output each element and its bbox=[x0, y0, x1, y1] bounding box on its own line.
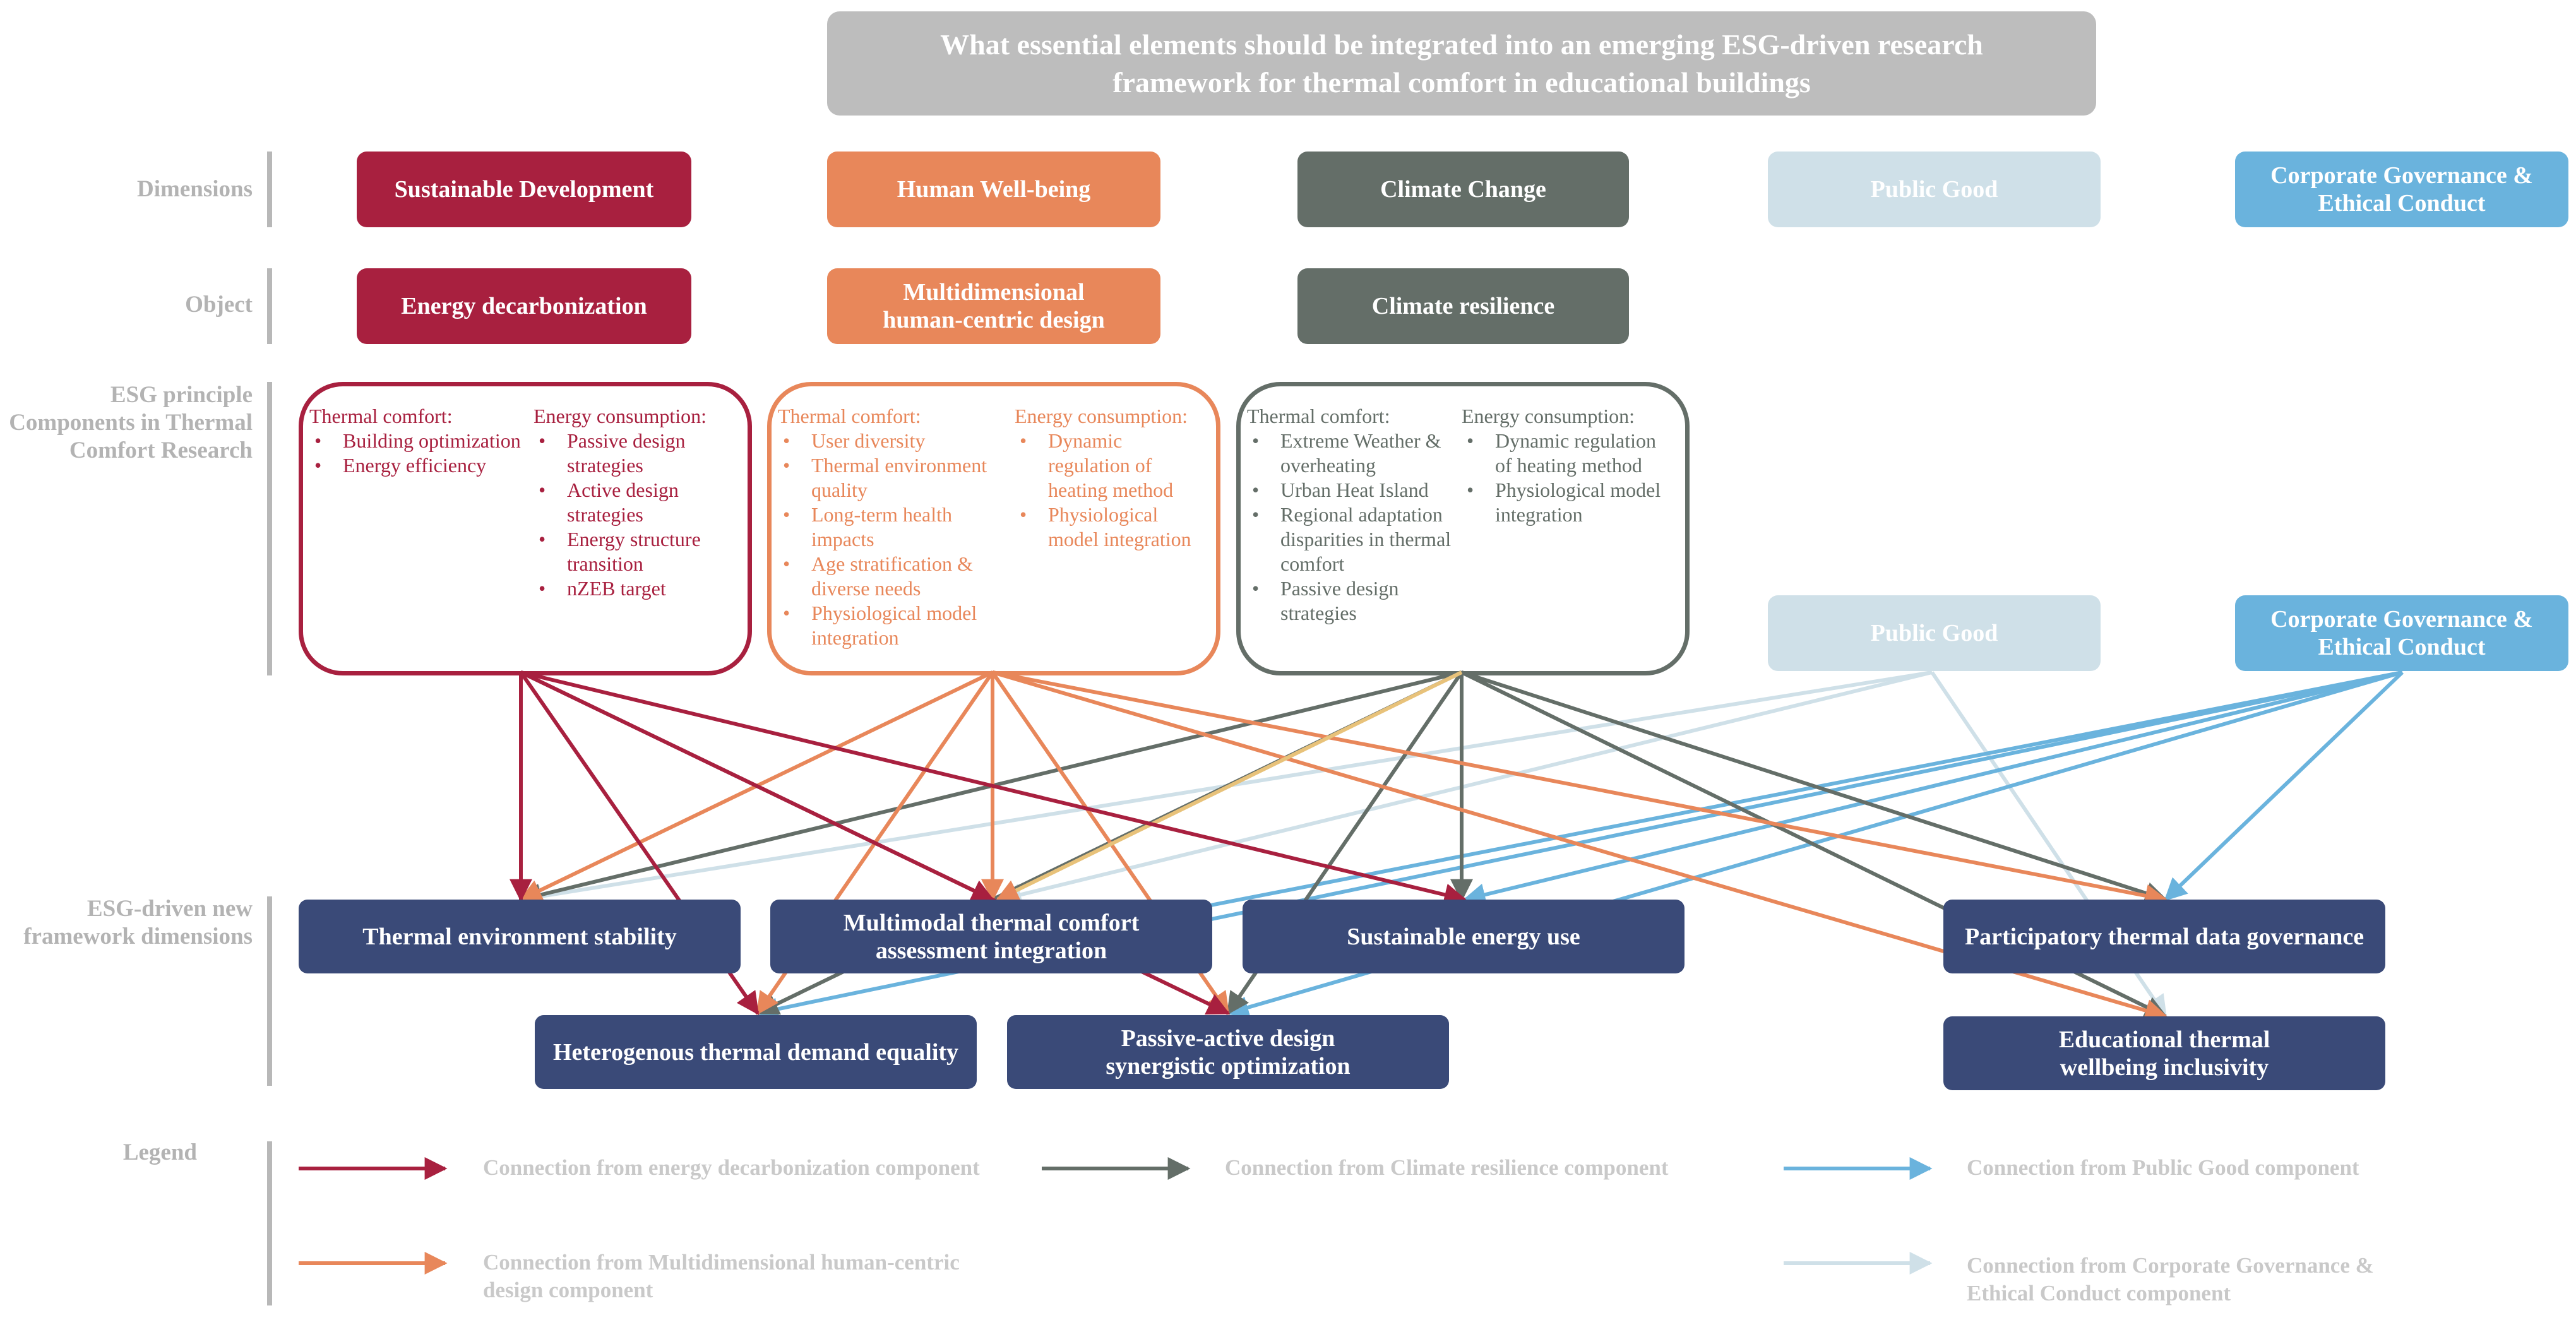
row-divider-object bbox=[267, 268, 272, 344]
row-divider-framework bbox=[267, 896, 272, 1086]
energy-consumption-column: Energy consumption: Passive design strat… bbox=[534, 404, 723, 601]
human-thermal-item: Age stratification & diverse needs bbox=[778, 552, 1008, 601]
human-energy-item: Physiological model integration bbox=[1015, 502, 1204, 552]
energy-consumption-item: Energy structure transition bbox=[534, 527, 723, 576]
dimension-human-wellbeing: Human Well-being bbox=[827, 152, 1160, 227]
row-label-framework: ESG-driven new framework dimensions bbox=[23, 896, 253, 949]
arrow-climate-to-multimodal bbox=[995, 670, 1463, 901]
climate-thermal-item: Urban Heat Island bbox=[1247, 478, 1462, 502]
arrow-human-to-participatory bbox=[992, 670, 2168, 907]
energy-consumption-item: nZEB target bbox=[534, 576, 723, 601]
arrow-gov-to-sustainable-energy bbox=[1462, 670, 2403, 906]
climate-thermal-comfort-column: Thermal comfort: Extreme Weather & overh… bbox=[1247, 404, 1462, 626]
climate-energy-consumption-column: Energy consumption: Dynamic regulation o… bbox=[1462, 404, 1676, 527]
framework-heterogenous-demand-equality: Heterogenous thermal demand equality bbox=[535, 1015, 977, 1089]
object-energy-decarbonization: Energy decarbonization bbox=[357, 268, 691, 344]
framework-participatory-data-governance: Participatory thermal data governance bbox=[1943, 900, 2385, 973]
human-thermal-item: Long-term health impacts bbox=[778, 502, 1008, 552]
dimension-sustainable-development: Sustainable Development bbox=[357, 152, 691, 227]
arrow-gov-to-participatory bbox=[2164, 670, 2404, 901]
human-energy-item: Dynamic regulation of heating method bbox=[1015, 429, 1204, 502]
energy-consumption-header: Energy consumption: bbox=[534, 405, 707, 427]
framework-passive-active-optimization: Passive-active design synergistic optimi… bbox=[1007, 1015, 1449, 1089]
row-divider-legend bbox=[267, 1141, 272, 1305]
human-thermal-comfort-header: Thermal comfort: bbox=[778, 405, 921, 427]
energy-consumption-item: Active design strategies bbox=[534, 478, 723, 527]
legend-label-climate: Connection from Climate resilience compo… bbox=[1225, 1155, 1669, 1180]
framework-multimodal-assessment: Multimodal thermal comfort assessment in… bbox=[770, 900, 1212, 973]
dimension-climate-change: Climate Change bbox=[1297, 152, 1629, 227]
diagram-title: What essential elements should be integr… bbox=[827, 11, 2096, 116]
energy-thermal-item: Energy efficiency bbox=[309, 453, 534, 478]
framework-sustainable-energy-use: Sustainable energy use bbox=[1243, 900, 1685, 973]
human-energy-consumption-column: Energy consumption: Dynamic regulation o… bbox=[1015, 404, 1204, 552]
row-label-legend: Legend bbox=[122, 1139, 197, 1165]
climate-thermal-item: Regional adaptation disparities in therm… bbox=[1247, 502, 1462, 576]
climate-energy-consumption-header: Energy consumption: bbox=[1462, 405, 1635, 427]
climate-energy-item: Dynamic regulation of heating method bbox=[1462, 429, 1676, 478]
framework-educational-inclusivity: Educational thermal wellbeing inclusivit… bbox=[1943, 1016, 2385, 1090]
arrow-public-to-multimodal bbox=[998, 670, 1933, 906]
human-thermal-comfort-column: Thermal comfort: User diversity Thermal … bbox=[778, 404, 1008, 650]
climate-thermal-item: Extreme Weather & overheating bbox=[1247, 429, 1462, 478]
legend-label-human: Connection from Multidimensional human-c… bbox=[483, 1250, 960, 1302]
component-corporate-governance: Corporate Governance & Ethical Conduct bbox=[2235, 595, 2568, 671]
energy-consumption-item: Passive design strategies bbox=[534, 429, 723, 478]
human-thermal-item: Physiological model integration bbox=[778, 601, 1008, 650]
dimension-corporate-governance: Corporate Governance & Ethical Conduct bbox=[2235, 152, 2568, 227]
climate-energy-item: Physiological model integration bbox=[1462, 478, 1676, 527]
human-thermal-item: User diversity bbox=[778, 429, 1008, 453]
arrow-energy-to-sustainable-energy bbox=[520, 670, 1467, 906]
dimension-public-good: Public Good bbox=[1768, 152, 2101, 227]
component-public-good: Public Good bbox=[1768, 595, 2101, 671]
climate-thermal-comfort-header: Thermal comfort: bbox=[1247, 405, 1390, 427]
energy-thermal-comfort-column: Thermal comfort: Building optimization E… bbox=[309, 404, 534, 478]
energy-thermal-comfort-header: Thermal comfort: bbox=[309, 405, 453, 427]
energy-thermal-item: Building optimization bbox=[309, 429, 534, 453]
human-thermal-item: Thermal environment quality bbox=[778, 453, 1008, 502]
row-label-components: ESG principle Components in Thermal Comf… bbox=[9, 382, 253, 463]
row-divider-components bbox=[267, 382, 272, 675]
legend-label-energy: Connection from energy decarbonization c… bbox=[483, 1155, 980, 1180]
object-human-centric-design: Multidimensional human-centric design bbox=[827, 268, 1160, 344]
row-label-dimensions: Dimensions bbox=[137, 176, 253, 202]
human-energy-consumption-header: Energy consumption: bbox=[1015, 405, 1188, 427]
row-label-object: Object bbox=[185, 292, 253, 318]
legend-label-public-good: Connection from Public Good component bbox=[1967, 1155, 2359, 1180]
framework-thermal-environment-stability: Thermal environment stability bbox=[299, 900, 741, 973]
object-climate-resilience: Climate resilience bbox=[1297, 268, 1629, 344]
row-divider-dimensions bbox=[267, 152, 272, 227]
climate-thermal-item: Passive design strategies bbox=[1247, 576, 1462, 626]
legend-label-governance: Connection from Corporate Governance & E… bbox=[1967, 1253, 2374, 1305]
arrow-climate-to-participatory bbox=[1461, 670, 2168, 905]
